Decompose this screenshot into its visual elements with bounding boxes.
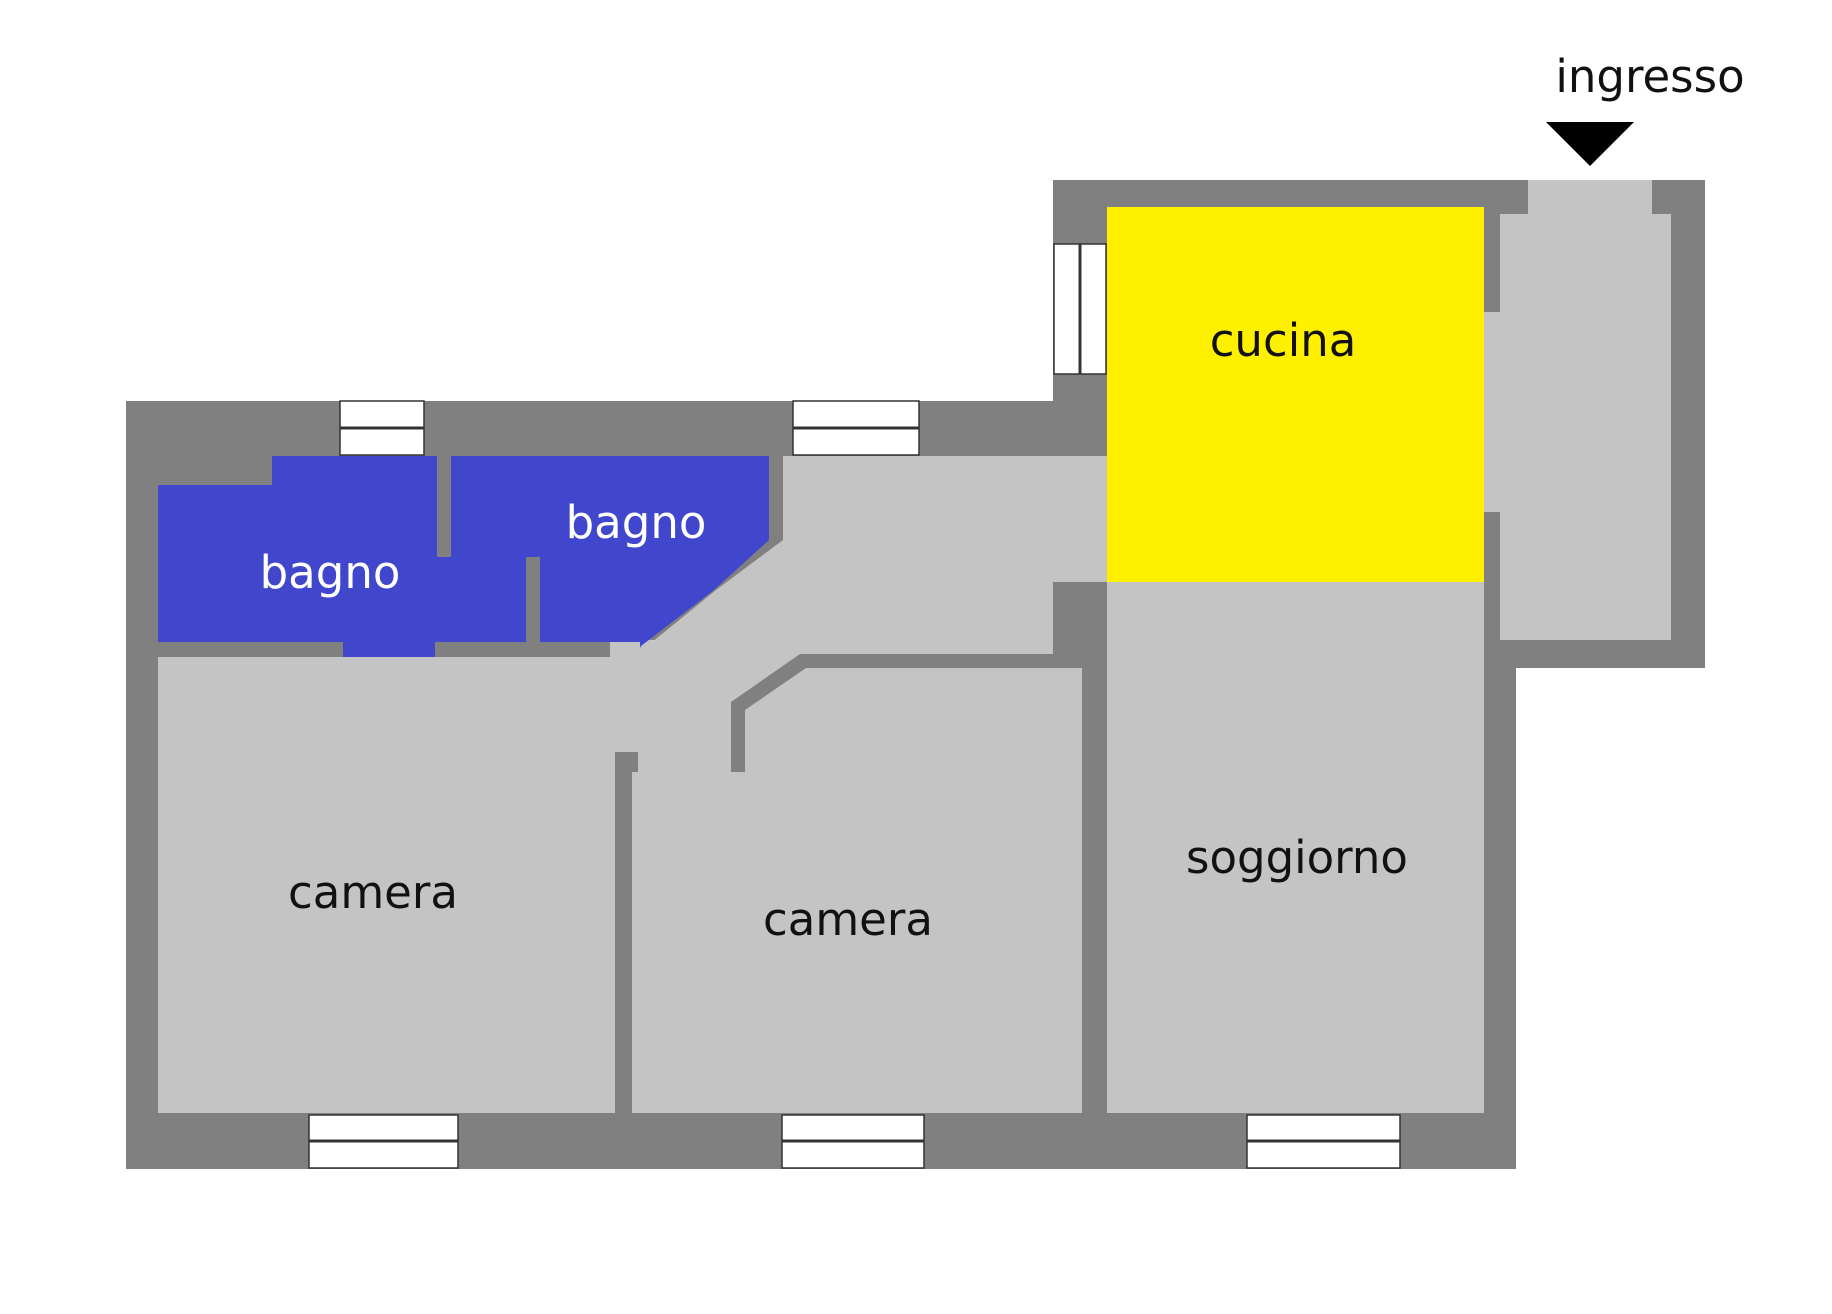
entrance-hall-floor [1500,214,1671,640]
bathroom-2-left-wall [526,557,540,642]
corridor-extension [610,640,666,750]
camera-2-entry-wall [731,654,1082,772]
bagno-1-floor [158,456,526,657]
cucina-floor [1107,207,1484,582]
camera-2-floor [632,668,1082,1113]
partitions [615,654,1082,772]
cucina-label: cucina [1210,314,1357,367]
window-camera-2 [781,1114,925,1169]
window-cucina [1053,243,1107,375]
windows [308,243,1401,1169]
entrance-arrow-icon [1546,122,1634,166]
soggiorno-floor [1107,582,1484,1113]
camera-1-floor [158,657,615,1113]
bagno-2-label: bagno [566,496,707,549]
camera-2-label: camera [763,893,933,946]
corridor-stub-wall [615,752,638,772]
corridor-floor [610,456,1107,764]
bagno-1-label: bagno [260,546,401,599]
camera-1-label: camera [288,866,458,919]
bathrooms [158,456,769,657]
window-bagno-1 [339,400,425,456]
soggiorno-label: soggiorno [1186,831,1408,884]
entrance-opening [1528,180,1652,214]
window-camera-1 [308,1114,459,1169]
floors [158,214,1671,1113]
entrance-link-floor [1484,312,1504,512]
window-corridor [792,400,920,456]
window-soggiorno [1246,1114,1401,1169]
entrance-label: ingresso [1555,50,1744,103]
bagno-2-floor [451,456,769,648]
